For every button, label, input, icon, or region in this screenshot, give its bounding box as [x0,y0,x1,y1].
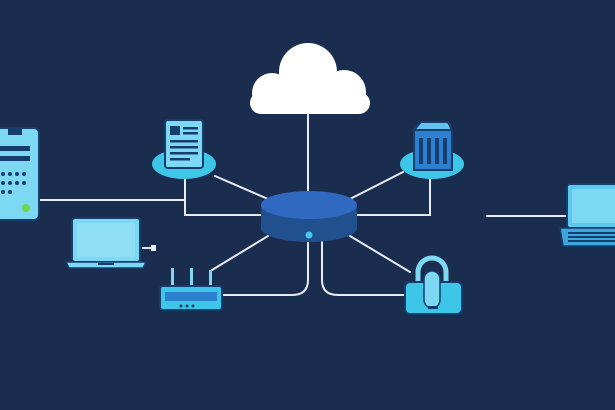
link-document-diag [214,175,269,200]
server-tower-icon [0,127,40,221]
connection-lines [36,111,568,296]
link-router-hub [221,241,309,296]
network-hub [261,191,357,242]
padlock-icon [404,255,463,315]
link-lock-diag [349,235,411,273]
link-lock-hub [321,241,406,296]
link-laptop-left-hub [211,235,269,271]
database-server-icon [400,121,464,179]
laptop-icon [559,183,615,247]
link-database-diag [349,171,404,200]
wifi-router-icon [159,268,223,311]
link-database-hub [356,177,431,216]
hub-status-light [305,231,313,239]
document-server-icon [152,119,216,179]
link-document-hub [184,171,263,216]
laptop-icon [64,217,156,269]
cloud-icon [250,43,370,114]
server-status-light [22,204,30,212]
